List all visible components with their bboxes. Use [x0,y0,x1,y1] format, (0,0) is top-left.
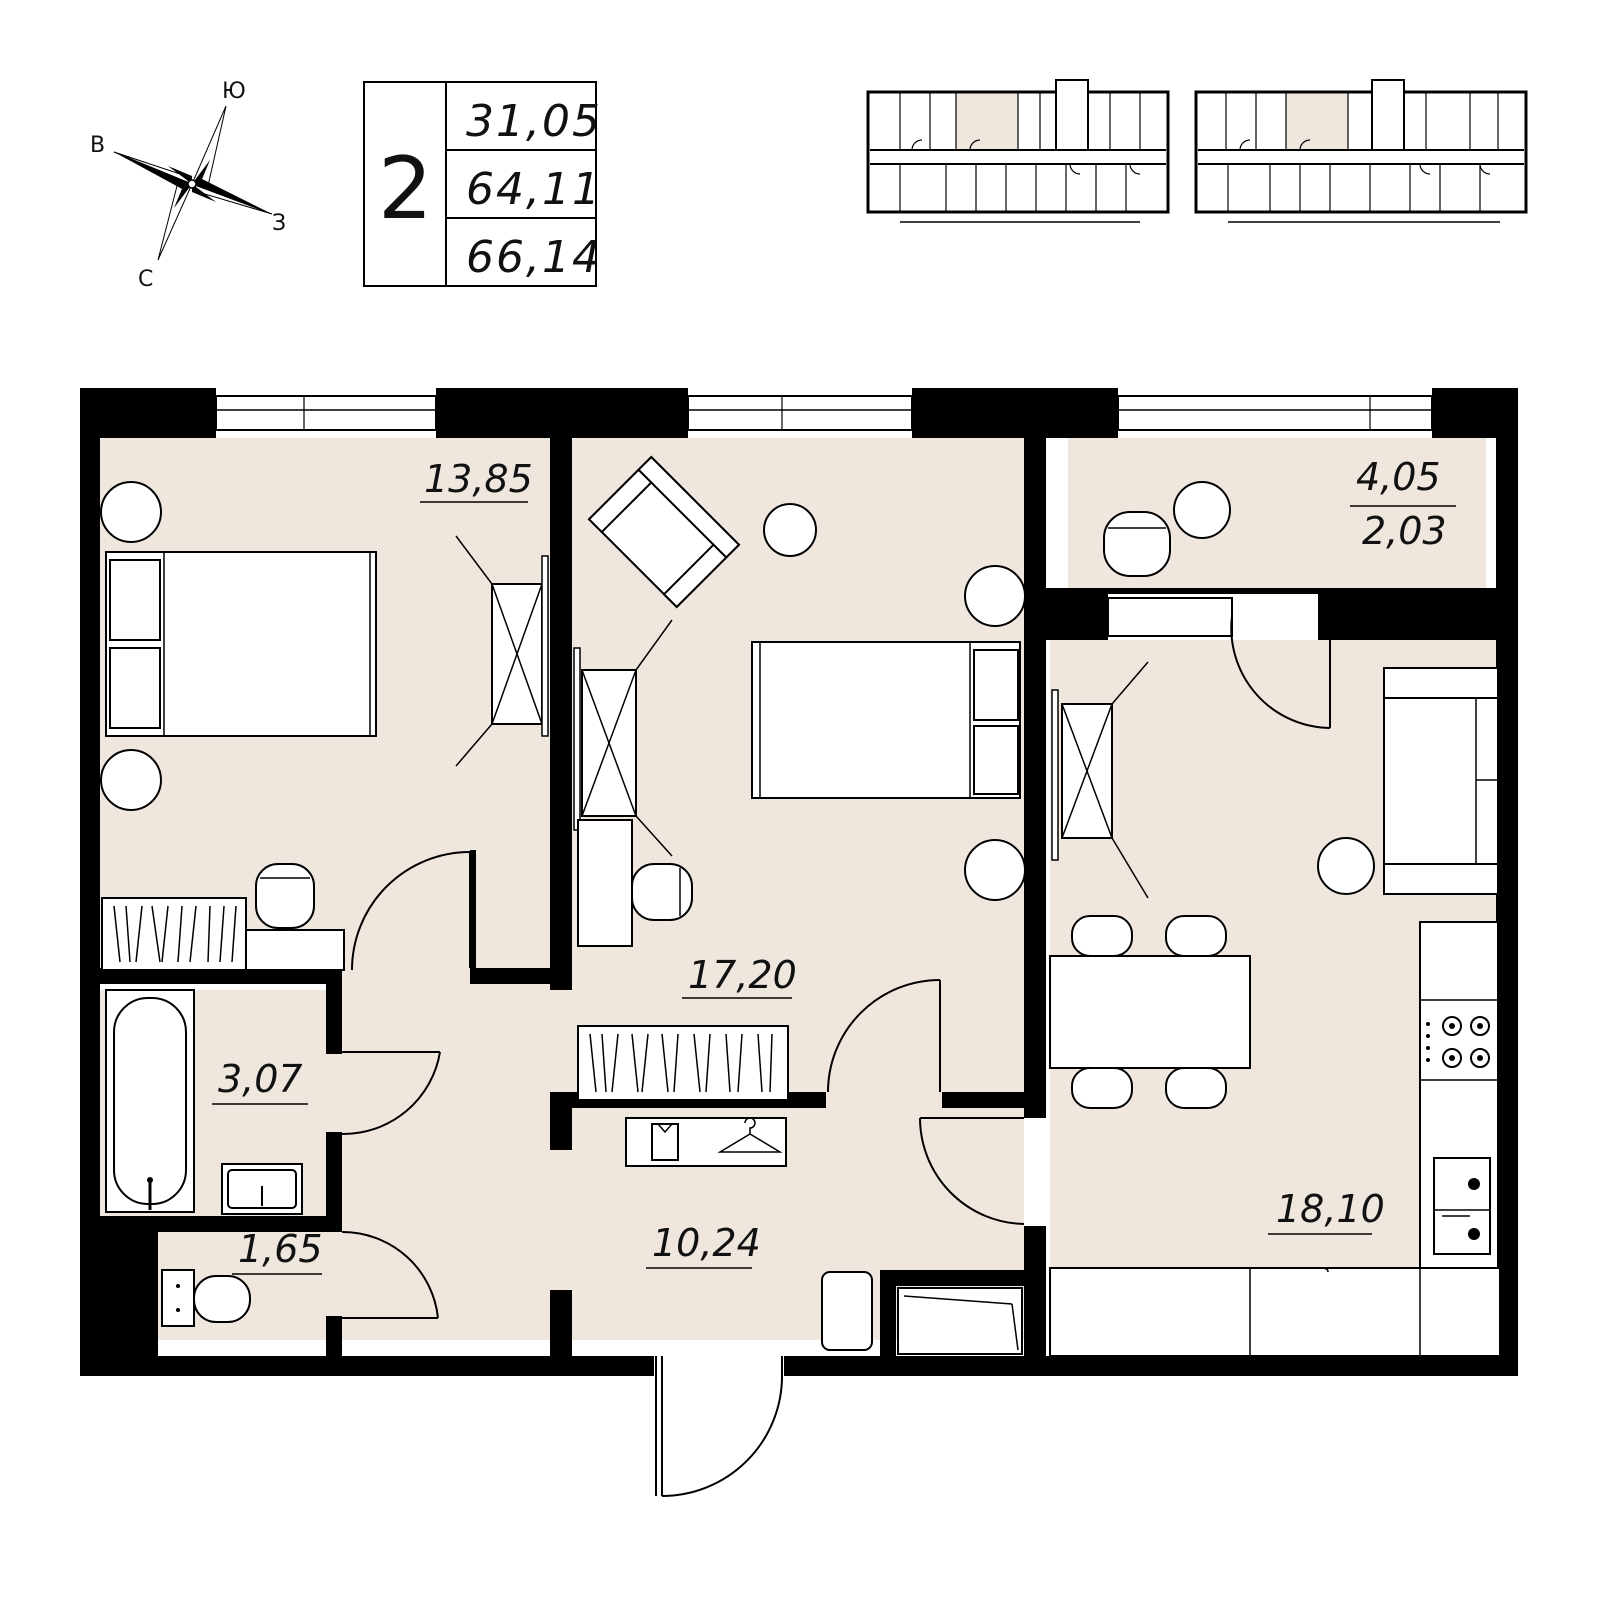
room-area-bedroom-left: 13,85 [424,457,533,501]
room-area-balcony: 4,05 [1356,455,1441,499]
nightstand-lamp [964,565,1026,627]
total-area-value: 64,11 [466,164,602,215]
chair [1103,511,1171,577]
side-table [1173,481,1231,539]
nightstand-lamp [100,749,162,811]
compass-west-label: З [272,211,286,236]
hallway-cabinet [821,1271,873,1351]
tv-unit [573,619,673,857]
apartment-plan: 13,85 [80,388,1518,1497]
utility-closet [897,1287,1023,1355]
room-area-bathroom: 3,07 [218,1057,303,1101]
hallway-shelf [625,1117,787,1167]
room-area-balcony-reduced: 2,03 [1362,509,1447,553]
sofa [1383,667,1499,895]
nightstand-lamp [964,839,1026,901]
window [1117,395,1433,431]
hanger-icon [717,1117,783,1153]
stove-icon [1426,1016,1490,1068]
room-area-bedroom-center: 17,20 [688,953,797,997]
bed [751,641,1021,799]
window [687,395,913,431]
side-table [763,503,817,557]
door [351,851,471,971]
door [1230,615,1331,729]
window [215,395,437,431]
wardrobe [577,1025,789,1101]
total-with-balcony-value: 66,14 [466,232,602,283]
nightstand-lamp [100,481,162,543]
armchair [587,455,741,609]
door [341,1051,441,1136]
living-area-value: 31,05 [466,96,602,147]
desk [245,929,345,971]
room-area-toilet: 1,65 [238,1227,323,1271]
compass-south-label: Ю [222,79,246,104]
building-key-plan [866,79,1528,223]
washbasin [221,1163,303,1215]
entrance-door [654,1356,784,1497]
dining-table [1049,915,1251,1109]
compass-east-label: В [90,133,105,158]
chair [255,863,315,929]
door [919,1117,1025,1225]
side-table [1317,837,1375,895]
toilet [161,1269,251,1327]
tv-unit [1051,661,1149,899]
sink-icon [1433,1157,1491,1255]
room-area-kitchen-living: 18,10 [1276,1187,1385,1231]
tv-unit [455,535,549,767]
chair [631,863,693,921]
room-area-hallway: 10,24 [652,1221,761,1265]
room-count: 2 [378,139,433,239]
bathtub [105,989,195,1213]
desk [577,819,633,947]
compass-rose: Ю В З С [90,79,286,292]
wardrobe [101,897,247,971]
door [827,979,941,1093]
door [341,1230,439,1319]
apartment-info-box: 2 31,05 64,11 66,14 [363,81,602,287]
bed [105,551,377,737]
compass-north-label: С [138,267,153,292]
